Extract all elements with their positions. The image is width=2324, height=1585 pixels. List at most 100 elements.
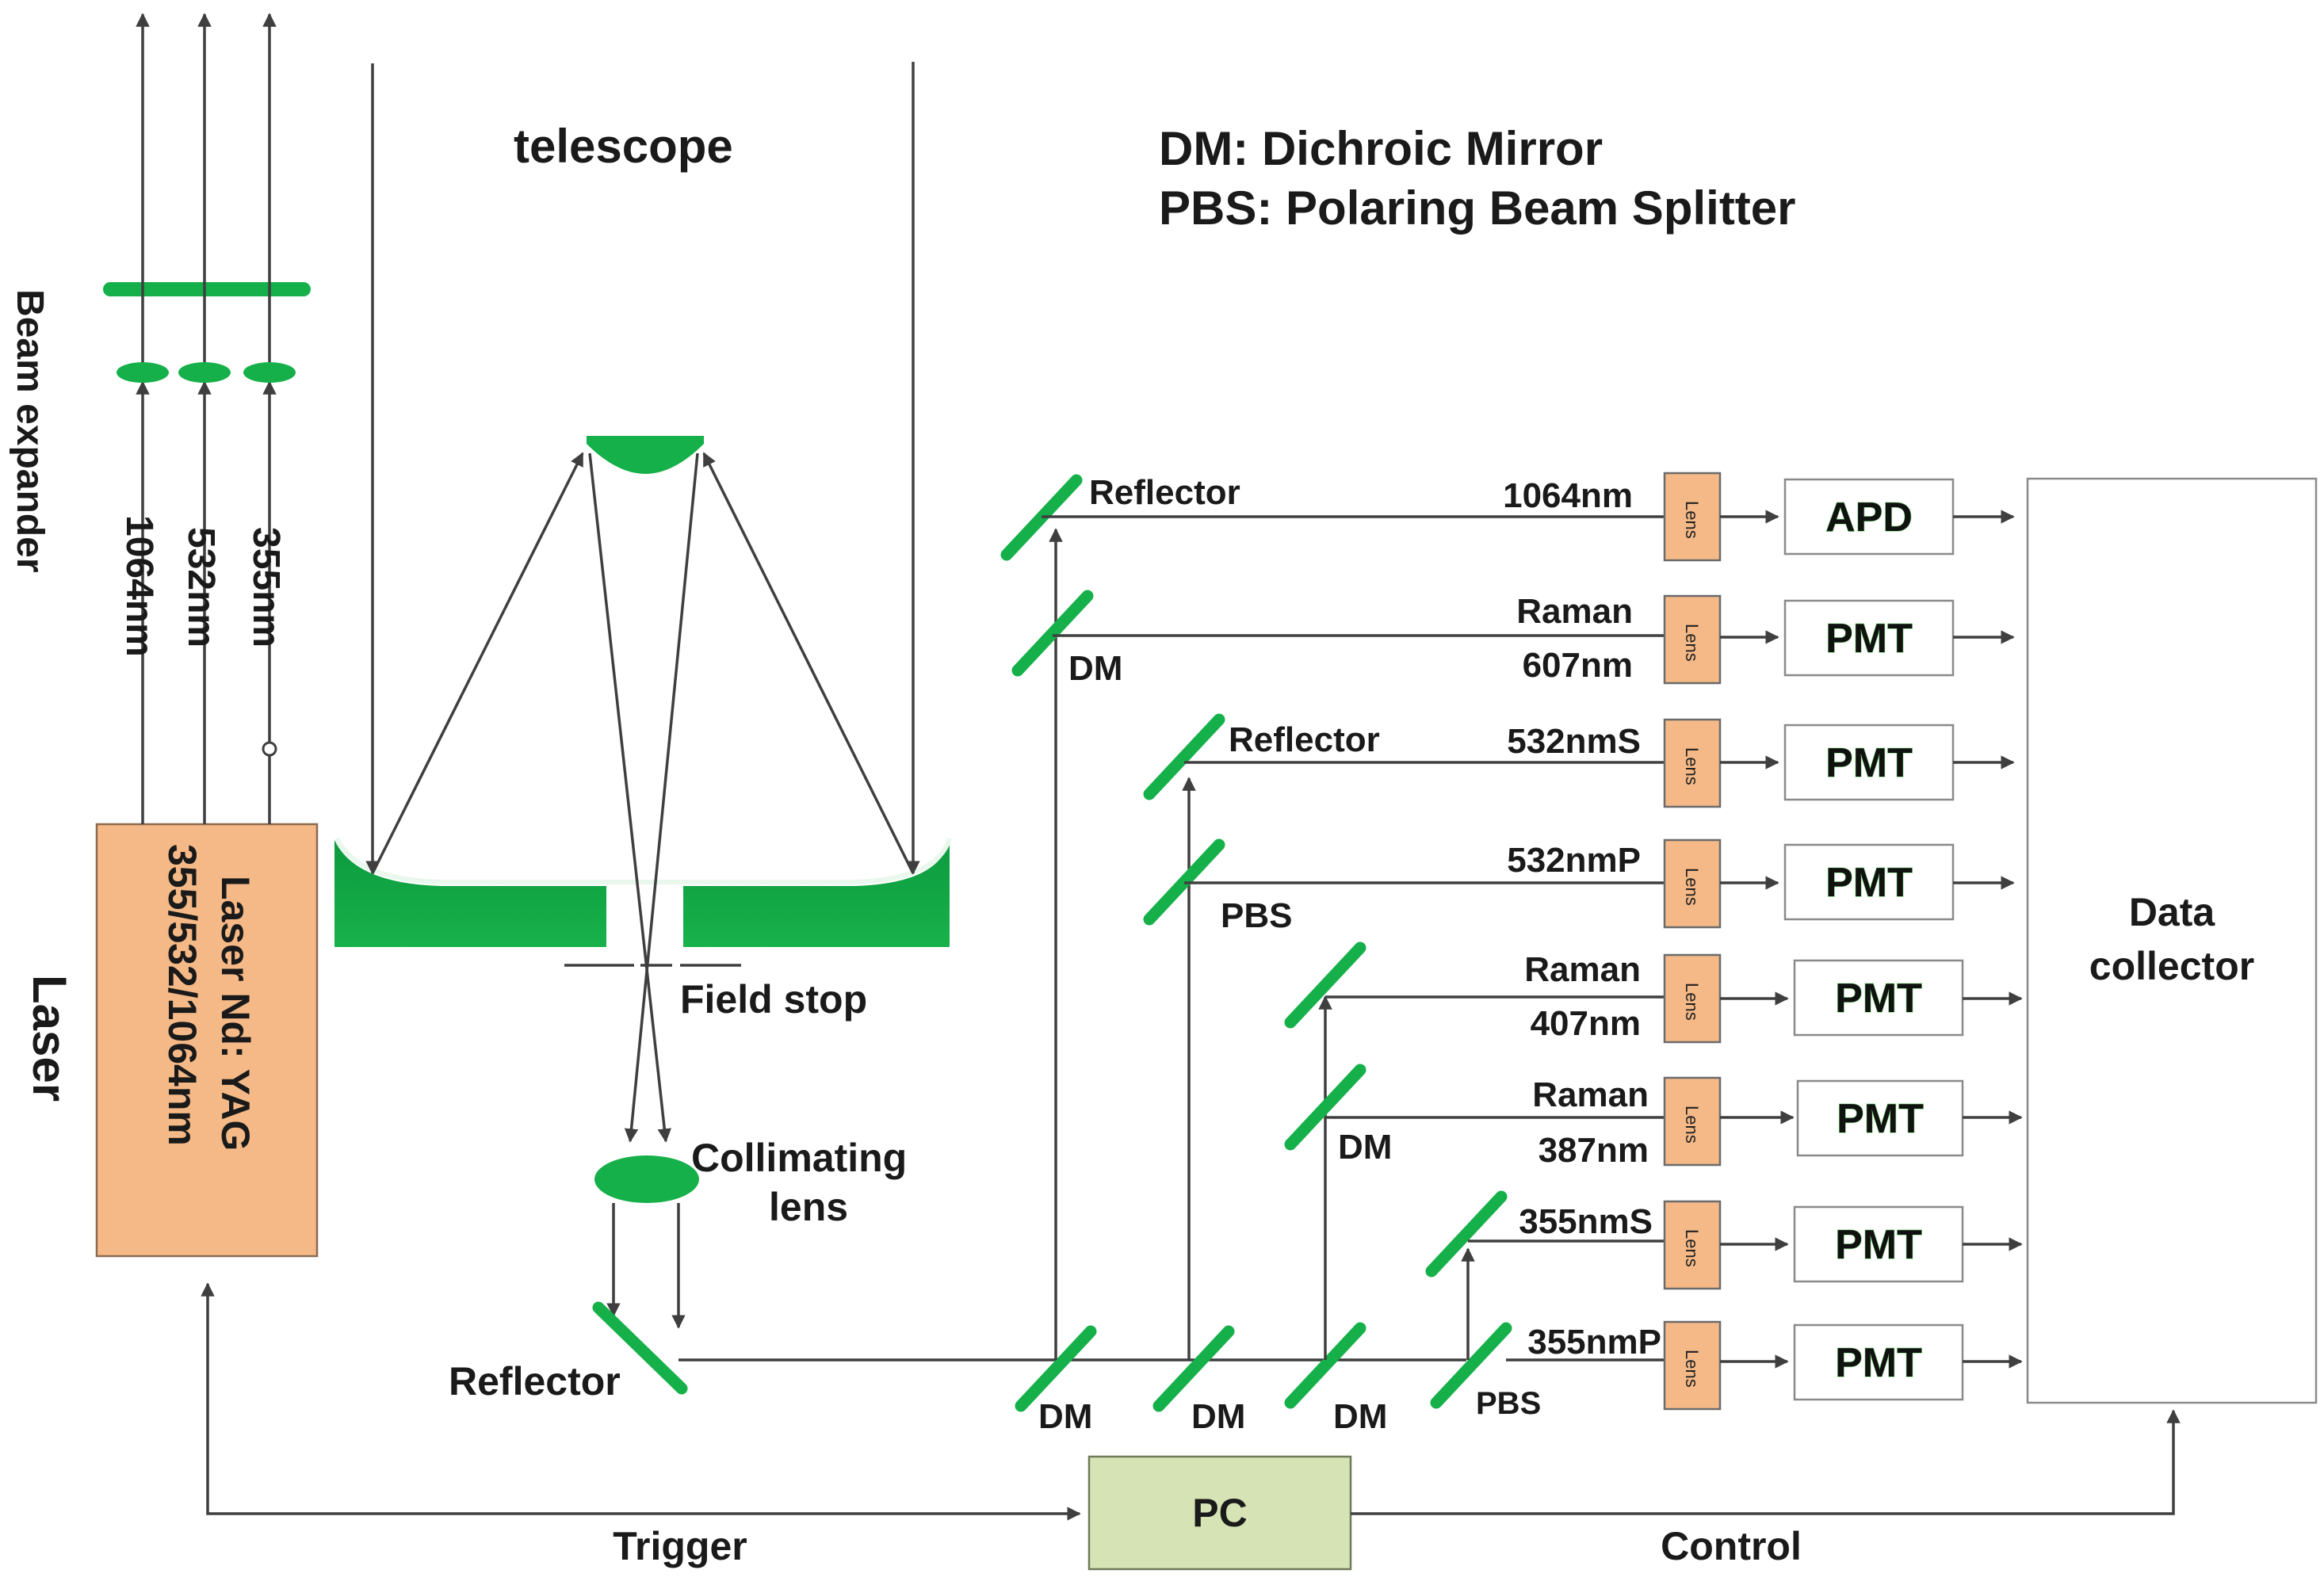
beam-expander-label: Beam expander (9, 289, 51, 573)
secondary-mirror (587, 436, 704, 474)
laser-section: Laser Nd: YAG 355/532/1064nm Laser 1064n… (9, 13, 319, 1258)
dm-1-label: DM (1068, 649, 1122, 688)
trigger-label: Trigger (613, 1524, 747, 1568)
channel-row: Raman 387nm Lens PMT (1325, 1075, 2023, 1170)
channel-detector: PMT (1825, 616, 1913, 662)
primary-mirror (334, 840, 606, 947)
channel-lens-label: Lens (1682, 983, 1702, 1021)
pbs-1-label: PBS (1221, 896, 1292, 935)
reflector-mid-label: Reflector (1229, 720, 1380, 759)
channel-wavelength: 607nm (1523, 646, 1633, 685)
reflector-mid (1143, 713, 1225, 800)
primary-mirror-right (683, 840, 950, 947)
channel-detector-box (1783, 843, 1955, 921)
collimating-lens (594, 1155, 699, 1203)
converge-beam-1 (588, 453, 671, 1143)
column-3-top-mirror (1284, 941, 1366, 1029)
channel-row: 355nmS Lens PMT (1468, 1200, 2023, 1290)
wavelength-1064-label: 1064nm (118, 515, 160, 657)
reflector-top-label: Reflector (1089, 473, 1240, 512)
receiver-optics: DM DM DM PBS Reflector DM Reflector PBS … (678, 473, 1541, 1436)
telescope-section: telescope Field stop Collimating lens Re… (334, 62, 952, 1404)
data-collector-label-1: Data (2129, 890, 2216, 934)
control-line (1351, 1409, 2181, 1515)
field-stop-label: Field stop (680, 977, 867, 1022)
data-collector-box (2026, 477, 2318, 1404)
bottom-pbs (1430, 1322, 1512, 1409)
channel-detector: PMT (1837, 1096, 1924, 1142)
channel-detector-box (1783, 478, 1955, 556)
collimating-label-1: Collimating (691, 1136, 907, 1180)
channel-detector: PMT (1835, 1340, 1922, 1386)
channel-wavelength: 387nm (1539, 1131, 1649, 1170)
channel-detector-box (1783, 599, 1955, 677)
channel-row: 355nmP Lens PMT (1506, 1320, 2023, 1411)
channel-raman-label: Raman (1532, 1075, 1649, 1114)
channel-wavelength: 355nmP (1527, 1323, 1661, 1362)
column-4-top-mirror (1425, 1190, 1508, 1278)
telescope-label: telescope (514, 120, 733, 173)
channel-lens-label: Lens (1682, 1106, 1702, 1144)
legend: DM: Dichroic Mirror PBS: Polaring Beam S… (1159, 122, 1796, 235)
pc-label: PC (1192, 1491, 1247, 1535)
channel-row: Raman 607nm Lens PMT (1053, 592, 2015, 685)
data-collector: Data collector (2026, 477, 2318, 1404)
wavelength-355-label: 355nm (245, 527, 287, 647)
channel-raman-label: Raman (1516, 592, 1633, 631)
channel-lens-label: Lens (1682, 624, 1702, 662)
channel-raman-label: Raman (1524, 950, 1641, 989)
legend-pbs: PBS: Polaring Beam Splitter (1159, 181, 1796, 235)
data-collector-label-2: collector (2089, 944, 2254, 988)
pc-box (1087, 1455, 1352, 1571)
laser-side-label: Laser (23, 975, 76, 1102)
collimating-label-2: lens (769, 1185, 848, 1229)
channel-lens-box (1663, 1076, 1722, 1167)
reflect-right-up (702, 452, 915, 874)
bottom-dm-3 (1284, 1322, 1366, 1409)
channels: 1064nm Lens APD Raman 607nm Lens PMT 532… (1042, 472, 2023, 1411)
channel-lens-label: Lens (1682, 747, 1702, 785)
reflect-left-up (371, 452, 584, 874)
bottom-dm-1-label: DM (1038, 1397, 1092, 1436)
expander-lens-1064 (117, 362, 169, 383)
bottom-dm-2-label: DM (1191, 1397, 1245, 1436)
bottom-pbs-label: PBS (1476, 1386, 1541, 1421)
channel-detector-box (1793, 1323, 1964, 1401)
channel-detector: PMT (1835, 976, 1922, 1022)
channel-detector: APD (1825, 495, 1913, 540)
channel-row: 532nmS Lens PMT (1184, 718, 2015, 808)
channel-lens-label: Lens (1682, 868, 1702, 906)
dm-1 (1011, 590, 1094, 677)
expander-lens-355 (243, 362, 296, 383)
channel-detector: PMT (1835, 1222, 1922, 1268)
beam-355-junction (262, 741, 277, 757)
channel-wavelength: 355nmS (1519, 1202, 1653, 1241)
dm-2 (1284, 1064, 1366, 1151)
channel-wavelength: 532nmP (1507, 841, 1641, 880)
channel-detector-box (1796, 1079, 1964, 1157)
channel-lens-box (1663, 1320, 1722, 1411)
channel-lens-label: Lens (1682, 1229, 1702, 1267)
wavelength-532-label: 532nm (180, 527, 222, 647)
channel-wavelength: 407nm (1531, 1004, 1641, 1043)
trigger-line (201, 1282, 1081, 1521)
channel-lens-box (1663, 472, 1722, 562)
bottom-dm-2 (1152, 1325, 1235, 1412)
bottom-dm-3-label: DM (1333, 1397, 1387, 1436)
channel-lens-box (1663, 594, 1722, 685)
channel-row: 1064nm Lens APD (1042, 472, 2015, 562)
laser-wavelength-label: 355/532/1064nm (160, 844, 204, 1146)
channel-detector-box (1783, 724, 1955, 801)
channel-lens-box (1663, 953, 1722, 1044)
dm-2-label: DM (1338, 1128, 1392, 1167)
main-reflector-label: Reflector (449, 1359, 621, 1404)
channel-row: Raman 407nm Lens PMT (1325, 950, 2023, 1044)
channel-detector-box (1793, 1205, 1964, 1283)
channel-row: 532nmP Lens PMT (1184, 838, 2015, 929)
control-label: Control (1661, 1524, 1802, 1568)
control-section: PC Trigger Control (201, 1282, 2181, 1571)
laser-nd-label: Laser Nd: YAG (213, 876, 258, 1151)
primary-mirror-highlight (334, 837, 952, 884)
channel-lens-label: Lens (1682, 501, 1702, 539)
